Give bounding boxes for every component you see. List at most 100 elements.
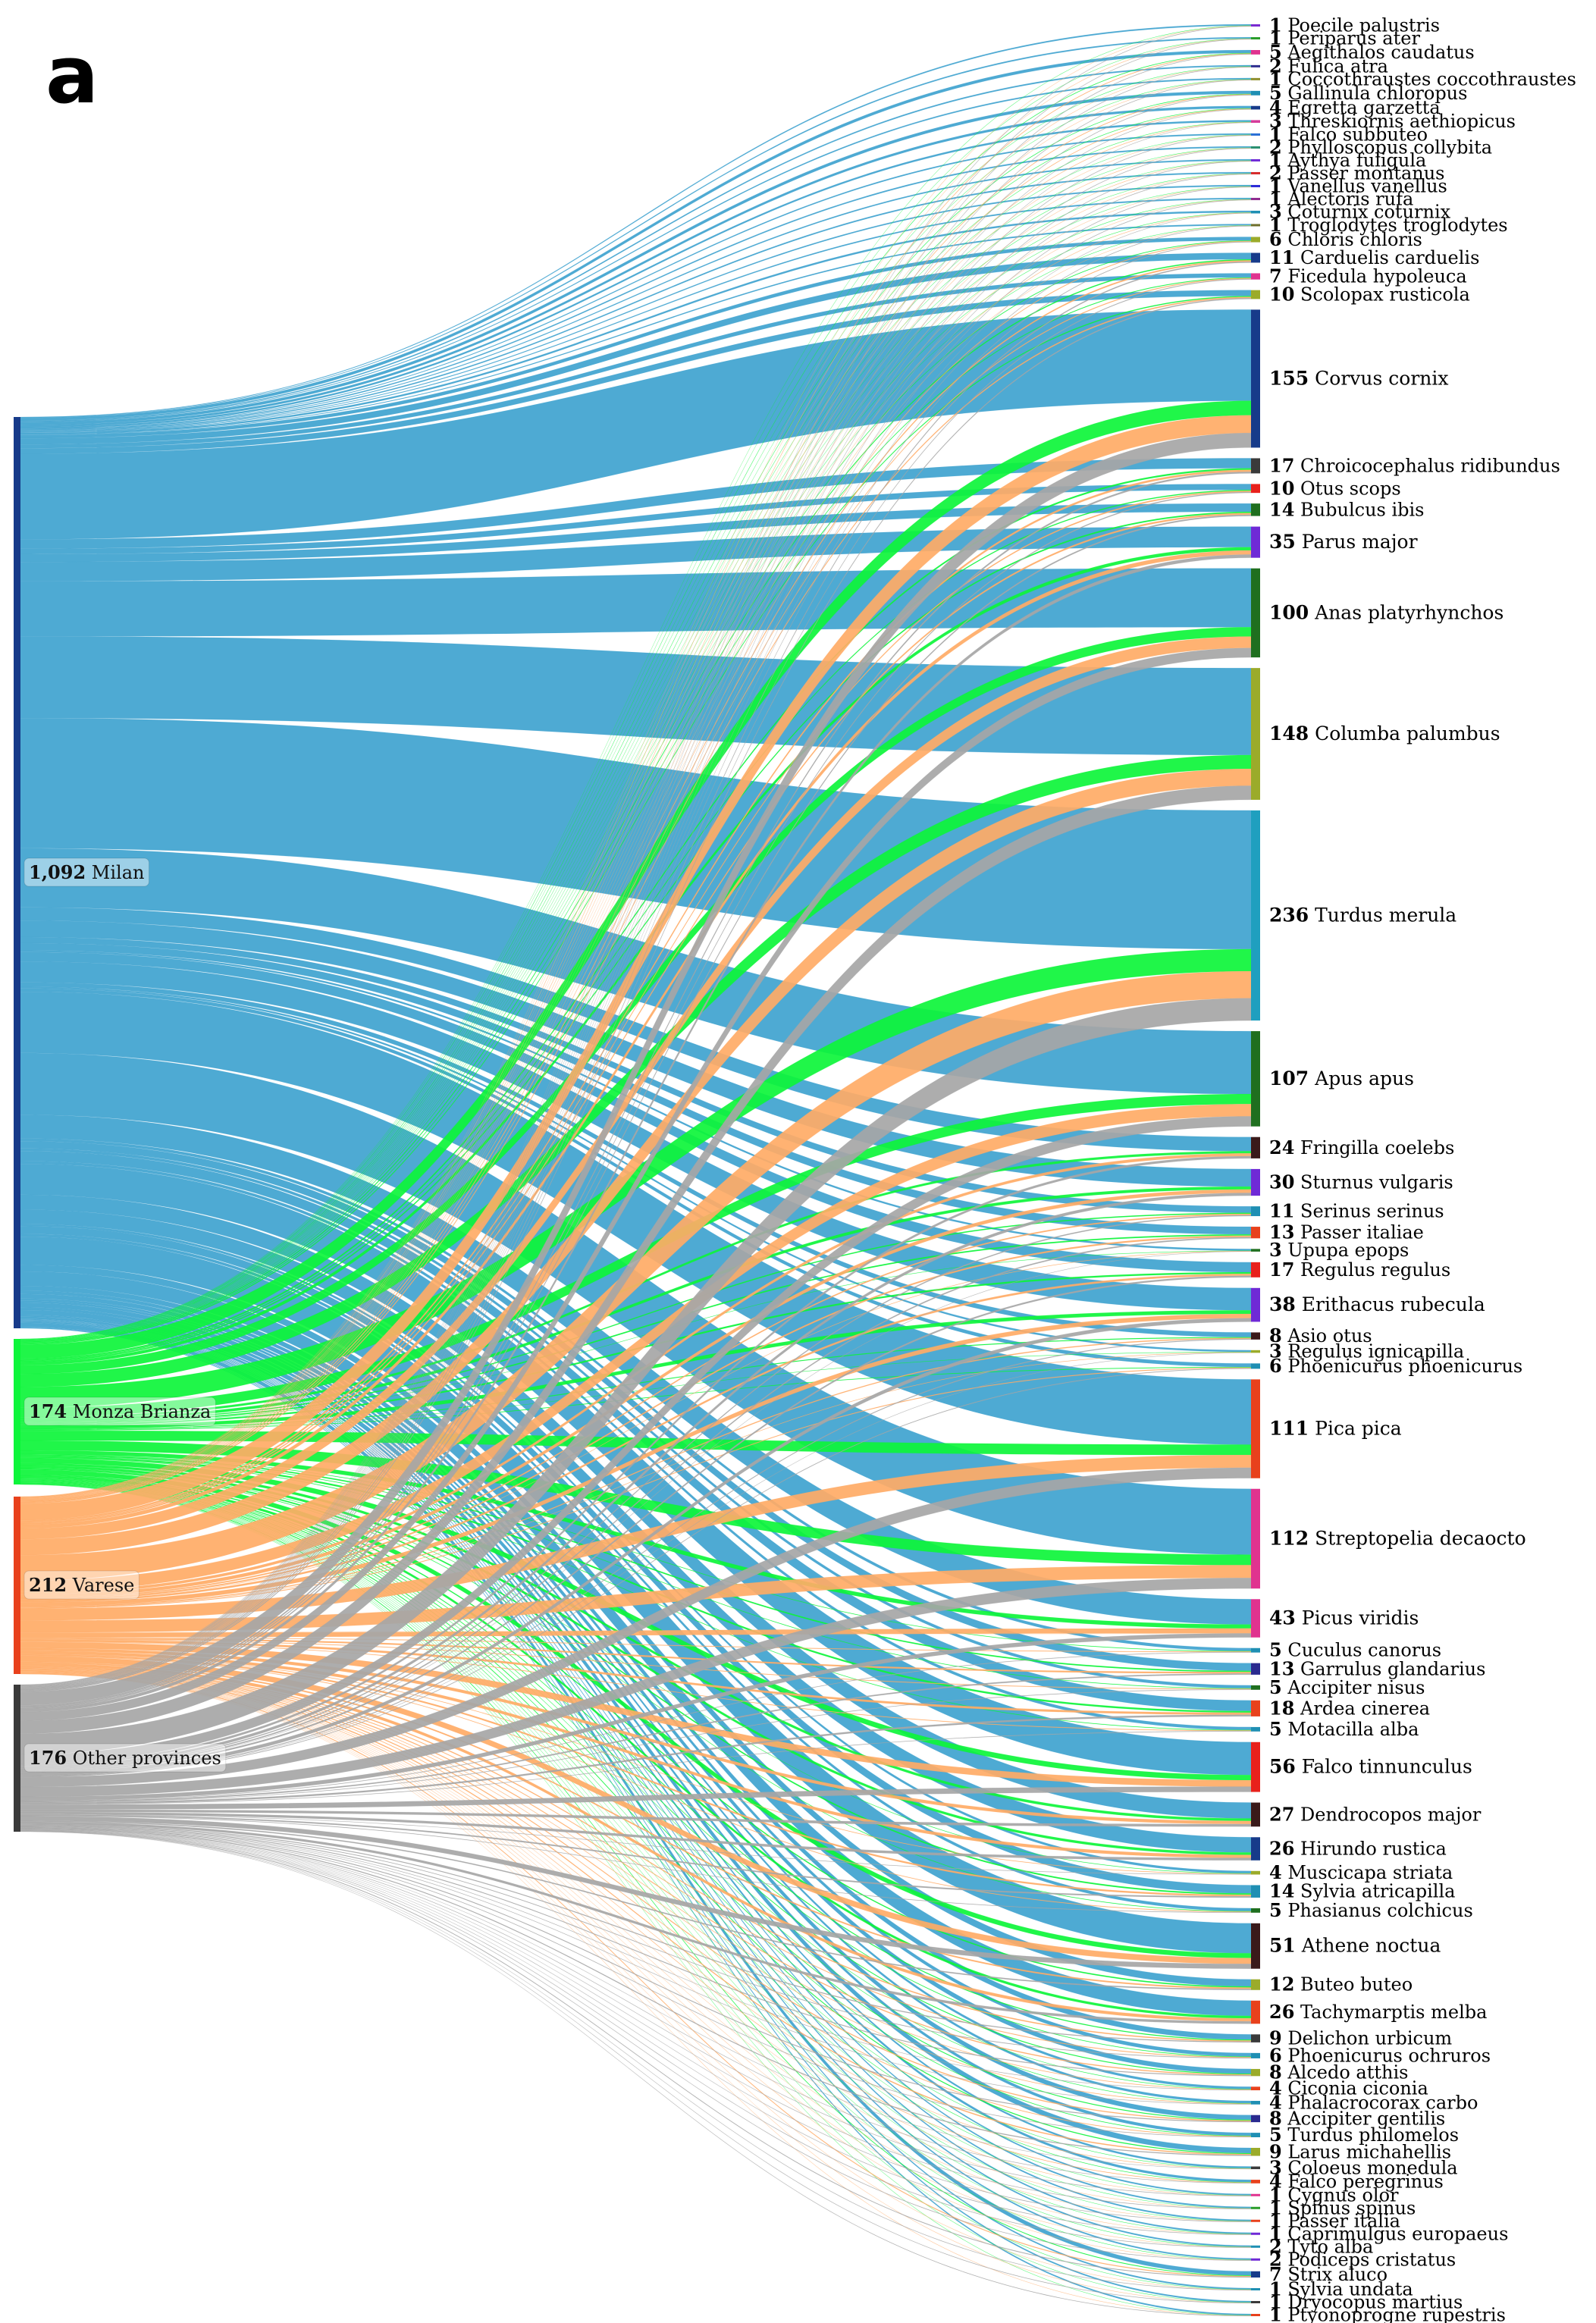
svg-text:1,092 Milan: 1,092 Milan — [29, 861, 144, 883]
source-node-varese — [14, 1497, 20, 1674]
target-name: Regulus regulus — [1294, 1259, 1450, 1281]
target-node-columba-palumbus — [1251, 668, 1260, 800]
target-node-periparus-ater — [1251, 37, 1260, 39]
target-label-buteo-buteo: 12 Buteo buteo — [1269, 1973, 1413, 1995]
target-label-dendrocopos-major: 27 Dendrocopos major — [1269, 1803, 1482, 1825]
target-label-phoenicurus-phoenicurus: 6 Phoenicurus phoenicurus — [1269, 1355, 1522, 1377]
target-value: 38 — [1269, 1293, 1296, 1315]
target-label-sylvia-undata: 1 Sylvia undata — [1269, 2278, 1413, 2300]
target-node-muscicapa-striata — [1251, 1870, 1260, 1875]
target-value: 100 — [1269, 601, 1309, 623]
target-node-passer-montanus — [1251, 171, 1260, 174]
target-value: 4 — [1269, 96, 1282, 118]
target-label-egretta-garzetta: 4 Egretta garzetta — [1269, 96, 1441, 118]
target-label-phasianus-colchicus: 5 Phasianus colchicus — [1269, 1899, 1473, 1921]
target-value: 155 — [1269, 367, 1309, 389]
flow-other-provinces-to-aythya-fuligula — [20, 161, 1252, 1688]
target-name: Larus michahellis — [1282, 2141, 1451, 2162]
target-label-fulica-atra: 2 Fulica atra — [1269, 55, 1388, 77]
target-name: Dryocopus martius — [1282, 2292, 1463, 2313]
target-node-accipiter-nisus — [1251, 1685, 1260, 1690]
target-name: Muscicapa striata — [1282, 1862, 1453, 1883]
target-node-accipiter-gentilis — [1251, 2115, 1260, 2123]
flow-other-provinces-to-garrulus-glandarius — [20, 1672, 1252, 1803]
target-node-picus-viridis — [1251, 1599, 1260, 1638]
target-node-corvus-cornix — [1251, 309, 1260, 448]
target-node-phasianus-colchicus — [1251, 1908, 1260, 1913]
svg-text:212 Varese: 212 Varese — [29, 1574, 134, 1596]
target-label-dryocopus-martius: 1 Dryocopus martius — [1269, 2291, 1463, 2313]
target-label-falco-subbuteo: 1 Falco subbuteo — [1269, 123, 1428, 145]
target-label-delichon-urbicum: 9 Delichon urbicum — [1269, 2027, 1452, 2049]
target-name: Asio otus — [1282, 1325, 1372, 1346]
target-name: Falco peregrinus — [1282, 2171, 1444, 2192]
target-node-asio-otus — [1251, 1332, 1260, 1340]
target-node-podiceps-cristatus — [1251, 2258, 1260, 2261]
target-label-larus-michahellis: 9 Larus michahellis — [1269, 2140, 1451, 2162]
flow-other-provinces-to-ficedula-hypoleuca — [20, 278, 1252, 1691]
target-label-chloris-chloris: 6 Chloris chloris — [1269, 228, 1422, 250]
target-label-alectoris-rufa: 1 Alectoris rufa — [1269, 187, 1413, 209]
target-value: 6 — [1269, 1355, 1282, 1377]
target-node-athene-noctua — [1251, 1923, 1260, 1969]
target-node-cuculus-canorus — [1251, 1647, 1260, 1653]
target-value: 27 — [1269, 1803, 1294, 1825]
target-value: 5 — [1269, 1899, 1282, 1921]
target-value: 5 — [1269, 1718, 1282, 1740]
target-node-otus-scops — [1251, 484, 1260, 494]
flow-other-provinces-to-larus-michahellis — [20, 1827, 1252, 2156]
svg-text:174 Monza Brianza: 174 Monza Brianza — [29, 1400, 211, 1422]
target-name: Gallinula chloropus — [1282, 83, 1468, 104]
flow-other-provinces-to-alcedo-atthis — [20, 1825, 1252, 2077]
target-label-apus-apus: 107 Apus apus — [1269, 1067, 1414, 1089]
target-node-ardea-cinerea — [1251, 1700, 1260, 1716]
target-label-otus-scops: 10 Otus scops — [1269, 477, 1401, 499]
flow-other-provinces-to-troglodytes-troglodytes — [20, 225, 1252, 1689]
target-node-anas-platyrhynchos — [1251, 568, 1260, 658]
flow-other-provinces-to-cygnus-olor — [20, 1829, 1252, 2197]
target-node-troglodytes-troglodytes — [1251, 224, 1260, 227]
flow-other-provinces-to-asio-otus — [20, 1338, 1252, 1777]
target-label-hirundo-rustica: 26 Hirundo rustica — [1269, 1838, 1447, 1860]
target-nodes — [1251, 24, 1260, 2316]
sankey-links — [20, 24, 1252, 2317]
target-label-picus-viridis: 43 Picus viridis — [1269, 1607, 1419, 1629]
target-node-falco-peregrinus — [1251, 2180, 1260, 2183]
source-name: Milan — [86, 862, 144, 883]
target-node-gallinula-chloropus — [1251, 90, 1260, 96]
target-node-falco-subbuteo — [1251, 133, 1260, 136]
target-value: 107 — [1269, 1067, 1309, 1089]
target-name: Alectoris rufa — [1282, 188, 1414, 209]
target-node-streptopelia-decaocto — [1251, 1488, 1260, 1589]
target-label-ficedula-hypoleuca: 7 Ficedula hypoleuca — [1269, 265, 1467, 287]
target-node-turdus-philomelos — [1251, 2133, 1260, 2137]
target-name: Columba palumbus — [1309, 723, 1500, 745]
target-name: Alcedo atthis — [1282, 2062, 1409, 2083]
target-label-phoenicurus-ochruros: 6 Phoenicurus ochruros — [1269, 2044, 1491, 2066]
target-value: 24 — [1269, 1136, 1294, 1158]
target-name: Corvus cornix — [1309, 367, 1448, 389]
target-label-sylvia-atricapilla: 14 Sylvia atricapilla — [1269, 1880, 1455, 1902]
panel-letter: a — [45, 29, 99, 121]
target-node-aegithalos-caudatus — [1251, 50, 1260, 55]
target-name: Parus major — [1296, 531, 1418, 553]
target-label-chroicocephalus-ridibundus: 17 Chroicocephalus ridibundus — [1269, 454, 1560, 476]
target-label-falco-peregrinus: 4 Falco peregrinus — [1269, 2170, 1444, 2192]
target-node-bubulcus-ibis — [1251, 503, 1260, 516]
flow-other-provinces-to-ciconia-ciconia — [20, 1826, 1252, 2091]
target-value: 3 — [1269, 1239, 1282, 1261]
target-node-spinus-spinus — [1251, 2206, 1260, 2209]
target-label-coloeus-monedula: 3 Coloeus monedula — [1269, 2156, 1458, 2178]
target-node-chroicocephalus-ridibundus — [1251, 458, 1260, 474]
target-name: Picus viridis — [1296, 1607, 1419, 1629]
flow-other-provinces-to-sturnus-vulgaris — [20, 1193, 1252, 1770]
source-nodes — [14, 417, 20, 1832]
target-node-vanellus-vanellus — [1251, 184, 1260, 187]
flow-other-provinces-to-phylloscopus-collybita — [20, 148, 1252, 1688]
target-name: Accipiter nisus — [1282, 1677, 1425, 1698]
target-label-ardea-cinerea: 18 Ardea cinerea — [1269, 1697, 1430, 1719]
target-node-phoenicurus-ochruros — [1251, 2052, 1260, 2058]
target-node-motacilla-alba — [1251, 1726, 1260, 1732]
flow-other-provinces-to-caprimulgus-europaeus — [20, 1829, 1252, 2236]
